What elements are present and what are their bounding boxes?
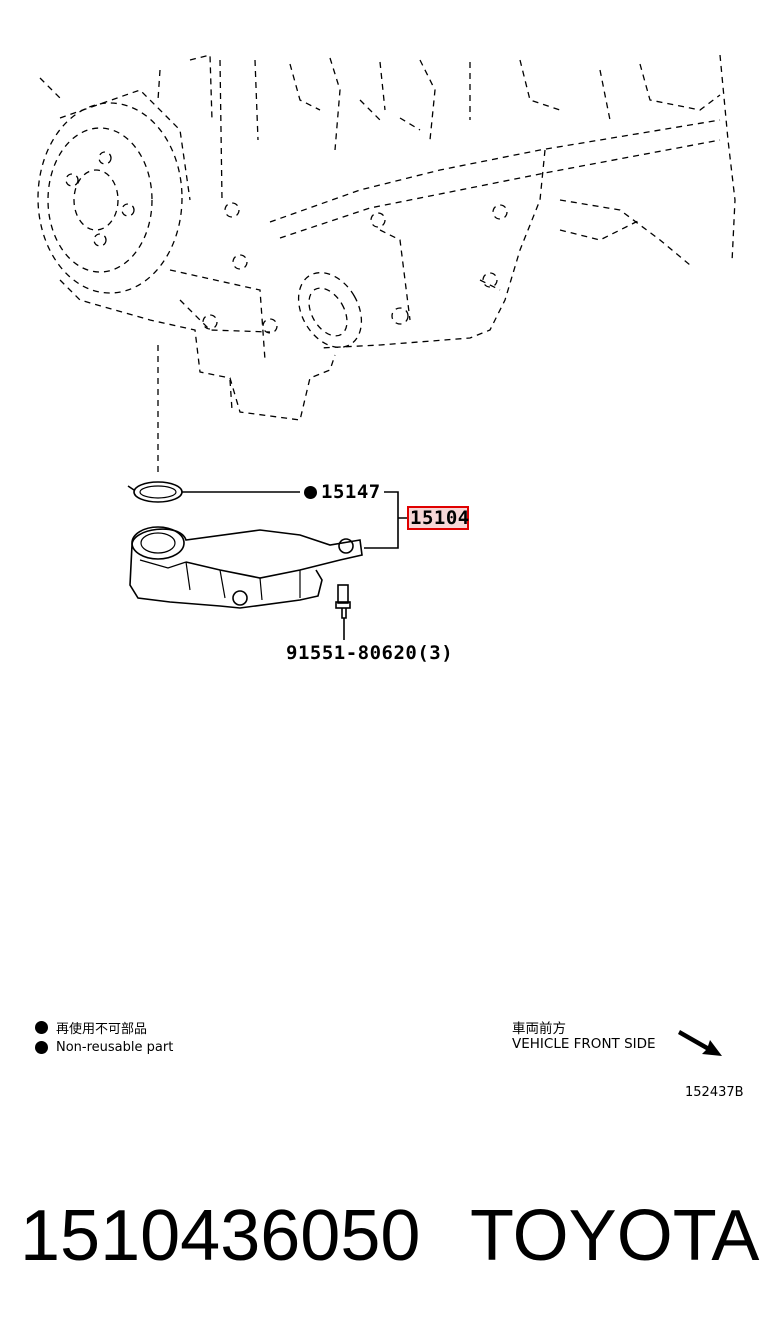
arrow-icon [678, 1030, 722, 1056]
engine-block-outline [37, 54, 736, 421]
legend-en-text: Non-reusable part [56, 1040, 174, 1055]
direction-jp: 車両前方 [512, 1021, 566, 1037]
direction-en: VEHICLE FRONT SIDE [512, 1036, 656, 1052]
footer-part-number: 1510436050 [20, 1196, 421, 1276]
highlight-box [407, 506, 469, 530]
footer-brand: TOYOTA [470, 1196, 760, 1276]
non-reusable-dot-icon [304, 485, 317, 499]
legend-en: Non-reusable part [35, 1040, 173, 1055]
figure-code: 152437B [685, 1085, 744, 1100]
assembly-part-number[interactable]: 15104 [410, 507, 470, 529]
legend-jp: 再使用不可部品 [35, 1018, 147, 1037]
bolt-part [335, 584, 351, 619]
gasket-label: 15147 [304, 481, 381, 503]
bolt-part-number: 91551-80620(3) [286, 642, 454, 664]
dot-icon [35, 1041, 48, 1054]
gasket-part [127, 481, 183, 503]
dot-icon [35, 1021, 48, 1034]
water-inlet-housing-part [129, 526, 363, 609]
gasket-part-number: 15147 [321, 481, 381, 503]
legend-jp-text: 再使用不可部品 [56, 1022, 148, 1037]
